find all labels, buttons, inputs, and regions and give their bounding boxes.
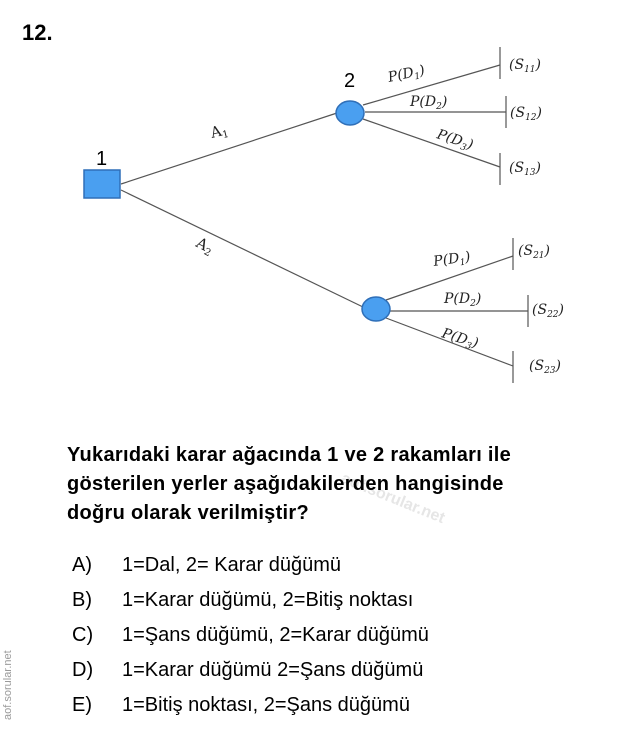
upper-chance-node — [335, 100, 365, 126]
question-number: 12. — [22, 20, 53, 45]
option-text: 1=Şans düğümü, 2=Karar düğümü — [122, 624, 429, 646]
outcome-s21: (S21) — [518, 243, 550, 261]
question-line: doğru olarak verilmiştir? — [67, 502, 310, 524]
side-watermark-text: aof.sorular.net — [2, 650, 14, 720]
upper-branch-d1 — [362, 64, 501, 106]
option-text: 1=Karar düğümü, 2=Bitiş noktası — [122, 589, 414, 611]
upper-branch-d3 — [362, 118, 501, 168]
lower-chance-node — [361, 296, 391, 322]
option-letter: C) — [72, 624, 94, 646]
lower-prob-d2: P(D2) — [443, 291, 481, 309]
option-text: 1=Bitiş noktası, 2=Şans düğümü — [122, 694, 410, 716]
option-c[interactable]: C) 1=Şans düğümü, 2=Karar düğümü — [72, 618, 429, 653]
question-line: Yukarıdaki karar ağacında 1 ve 2 rakamla… — [67, 444, 512, 466]
outcome-s22: (S22) — [532, 302, 564, 320]
option-letter: A) — [72, 554, 92, 576]
lower-branch-d1 — [385, 255, 514, 301]
outcome-s13: (S13) — [509, 160, 541, 178]
branch-a2-label: A2 — [191, 233, 216, 259]
option-text: 1=Karar düğümü 2=Şans düğümü — [122, 659, 424, 681]
option-a[interactable]: A) 1=Dal, 2= Karar düğümü — [72, 548, 429, 583]
decision-tree-diagram: 1 2 A1 A2 P(D1) P(D2) P(D3) (S11) (S12) … — [83, 47, 564, 383]
upper-prob-d3: P(D3) — [433, 126, 475, 155]
option-letter: E) — [72, 694, 92, 716]
lower-branch-d3 — [385, 317, 514, 367]
answer-options: A) 1=Dal, 2= Karar düğümü B) 1=Karar düğ… — [72, 548, 429, 723]
option-d[interactable]: D) 1=Karar düğümü 2=Şans düğümü — [72, 653, 429, 688]
option-letter: D) — [72, 659, 94, 681]
outcome-s12: (S12) — [510, 105, 542, 123]
outcome-s11: (S11) — [509, 57, 541, 75]
option-e[interactable]: E) 1=Bitiş noktası, 2=Şans düğümü — [72, 688, 429, 723]
outcome-s23: (S23) — [529, 358, 561, 376]
branch-a2-line — [120, 189, 364, 308]
lower-prob-d3: P(D3) — [438, 325, 480, 353]
option-text: 1=Dal, 2= Karar düğümü — [122, 554, 342, 576]
question-text: Yukarıdaki karar ağacında 1 ve 2 rakamla… — [67, 441, 627, 528]
node-1-label: 1 — [96, 148, 107, 170]
option-letter: B) — [72, 589, 92, 611]
branch-a1-label: A1 — [208, 120, 231, 144]
question-line: gösterilen yerler aşağıdakilerden hangis… — [67, 473, 504, 495]
branch-a1-line — [120, 112, 338, 185]
lower-prob-d1: P(D1) — [431, 249, 471, 272]
node-2-label: 2 — [344, 70, 355, 92]
option-b[interactable]: B) 1=Karar düğümü, 2=Bitiş noktası — [72, 583, 429, 618]
upper-prob-d1: P(D1) — [386, 63, 427, 89]
decision-node — [83, 169, 121, 199]
upper-prob-d2: P(D2) — [409, 94, 447, 112]
